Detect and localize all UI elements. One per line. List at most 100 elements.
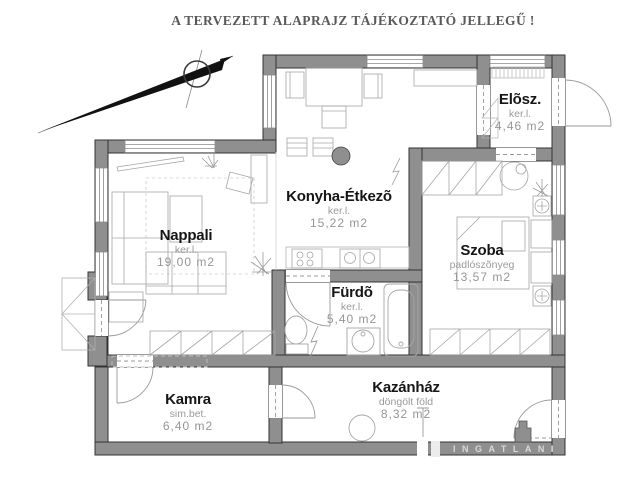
room-name: Konyha-Étkezõ [286,188,392,205]
window [95,251,108,297]
wall-furdo-left [271,269,286,368]
chair [363,73,383,99]
lightning-icon [391,157,401,186]
window [366,55,424,68]
tv-stand [225,171,254,195]
room-name: Kazánház [372,379,440,396]
chair [321,105,347,129]
wardrobe [429,328,551,356]
window [552,164,565,216]
sink [339,248,381,269]
room-label-kamra: Kamra sim.bet. 6,40 m2 [163,392,213,433]
room-label-kazanhaz: Kazánház döngölt föld 8,32 m2 [372,380,440,421]
north-arrow-icon [37,49,234,134]
room-name: Fürdõ [331,284,373,301]
wall-stub-entry-bottom [87,335,108,367]
plant-icon [532,179,549,197]
room-area: 5,40 m2 [326,312,378,326]
column [331,146,351,166]
kitchen-counter [285,246,410,269]
flue-pipe [417,407,429,440]
window [552,299,565,336]
bathroom-door [285,270,331,327]
room-finish: döngölt föld [378,396,434,408]
boiler-room-door [269,384,316,419]
nightstand [530,251,553,284]
window [263,74,276,129]
lightning-icon [309,325,319,358]
room-area: 13,57 m2 [452,270,512,284]
shelf [116,156,185,172]
room-label-konyha: Konyha-Étkezõ ker.l. 15,22 m2 [286,189,392,230]
room-label-furdo: Fürdõ ker.l. 5,40 m2 [327,285,377,326]
round-table [499,161,529,191]
stove [291,248,323,269]
coat-rack [491,66,545,79]
room-finish: ker.l. [174,244,198,256]
bedroom-opening [496,148,536,161]
chair [285,71,305,99]
bed [456,216,530,290]
wall-furdo-right [408,281,423,368]
bathtub [383,283,419,357]
plant-icon [201,154,272,276]
disclaimer-title: A TERVEZETT ALAPRAJZ TÁJÉKOZTATÓ JELLEGŰ… [171,13,535,28]
window [489,55,546,68]
room-name: Kamra [165,391,211,408]
cabinet [250,154,268,204]
furniture-szoba [421,160,553,356]
stool [312,137,334,157]
room-area: 15,22 m2 [309,216,369,230]
room-area: 4,46 m2 [494,119,546,133]
wall-unit [532,195,552,217]
doors [95,78,612,439]
toilet [284,315,309,355]
coffee-table [169,195,203,243]
watermark-brand: INGATLANI [453,444,560,454]
room-finish: padlószõnyeg [449,259,515,271]
furniture-elosz [481,66,545,139]
rug [145,177,255,275]
overhead-dashed-outline [111,355,208,368]
furniture-konyha [275,67,478,270]
room-label-elosz: Elõsz. ker.l. 4,46 m2 [495,92,545,133]
counter-shelf [413,69,478,87]
entrance-door [552,78,612,127]
room-name: Elõsz. [498,91,542,108]
nightstand [530,219,553,249]
hall-opening [477,85,490,135]
furniture-kazanhaz [348,407,429,442]
windows [95,55,565,336]
side-door [95,299,147,337]
room-label-nappali: Nappali ker.l. 19,00 m2 [157,228,215,269]
pantry-door [116,355,154,404]
furniture-nappali [108,154,276,356]
window [124,140,216,153]
wall-mid [94,354,566,368]
window [552,239,565,276]
entry-steps [61,277,96,351]
walls [87,54,566,456]
room-finish: ker.l. [508,108,532,120]
boiler [348,414,376,442]
sofa-2 [145,251,227,295]
dining-table [305,67,363,107]
room-area: 6,40 m2 [162,419,214,433]
room-finish: ker.l. [327,205,351,217]
shoe-cabinet [481,97,499,139]
room-area: 19,00 m2 [156,255,216,269]
side-table [108,291,144,323]
wardrobe [421,160,503,196]
furniture-furdo [284,283,419,358]
window [95,167,108,223]
washbasin [346,327,381,356]
sofa [111,191,169,285]
wardrobe [149,330,276,356]
room-finish: ker.l. [340,301,364,313]
wall-unit [532,285,552,307]
room-label-szoba: Szoba padlószõnyeg 13,57 m2 [450,243,515,284]
room-name: Szoba [460,242,504,259]
columns-logo-icon [417,420,532,457]
